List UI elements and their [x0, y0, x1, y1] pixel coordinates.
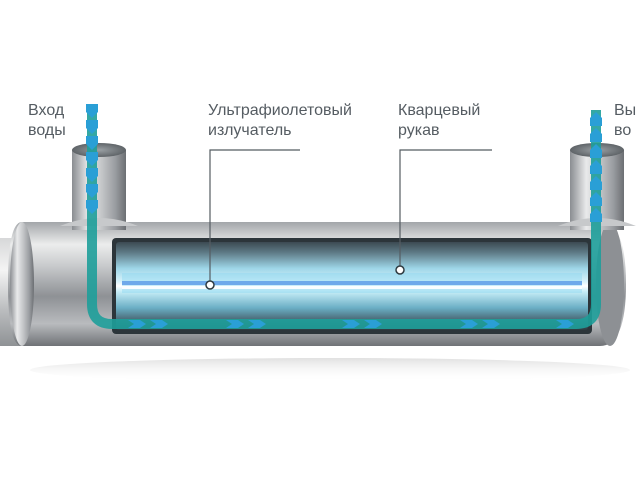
uv-lamp-label-line2: излучатель — [208, 122, 292, 139]
floor-shadow — [30, 358, 630, 382]
chevron-right-icon — [364, 320, 382, 328]
arrow-down-icon — [86, 136, 98, 150]
uv-lamp-core — [122, 281, 582, 285]
quartz-sleeve-leader — [395, 149, 492, 275]
inlet-label: Вход воды — [28, 101, 66, 141]
arrow-up-icon — [590, 192, 602, 206]
outlet-label-line2: во — [614, 122, 632, 139]
arrow-up-icon — [590, 144, 602, 158]
uv-lamp-label: Ультрафиолетовый излучатель — [208, 101, 352, 141]
arrow-down-icon — [86, 152, 98, 166]
outlet-flow-arrows — [590, 112, 602, 222]
uv-lamp-leader — [205, 149, 300, 290]
inlet-flow-arrows — [86, 104, 98, 214]
inlet-pipe-opening — [72, 143, 126, 157]
inlet-label-line1: Вход — [28, 102, 65, 119]
arrow-up-icon — [590, 176, 602, 190]
arrow-up-icon — [590, 112, 602, 126]
right-flange — [596, 222, 624, 346]
chevron-right-icon — [150, 320, 168, 328]
bottom-flow-arrows — [128, 320, 574, 328]
quartz-sleeve-label-line1: Кварцевый — [398, 102, 481, 119]
inlet-pipe — [72, 150, 126, 230]
water-flow-channel — [87, 110, 601, 329]
uv-lamp-glow — [122, 273, 582, 293]
uv-lamp-highlight — [122, 286, 582, 289]
chevron-right-icon — [460, 320, 478, 328]
outlet-label-line1: Вы — [614, 102, 637, 119]
quartz-sleeve-label: Кварцевый рукав — [398, 101, 480, 141]
inlet-label-line2: воды — [28, 122, 66, 139]
uv-lamp-label-line1: Ультрафиолетовый — [208, 102, 352, 119]
arrow-down-icon — [86, 168, 98, 182]
outlet-label: Вы во — [614, 101, 636, 141]
chevron-right-icon — [226, 320, 244, 328]
inlet-pipe-weld — [60, 218, 138, 226]
left-flange — [10, 222, 34, 346]
chevron-right-icon — [128, 320, 146, 328]
chevron-right-icon — [248, 320, 266, 328]
arrow-down-icon — [86, 184, 98, 198]
chevron-right-icon — [482, 320, 500, 328]
arrow-down-icon — [86, 104, 98, 118]
chevron-right-icon — [556, 320, 574, 328]
arrow-up-icon — [590, 128, 602, 142]
quartz-sleeve-label-line2: рукав — [398, 122, 440, 139]
arrow-down-icon — [86, 120, 98, 134]
arrow-down-icon — [86, 200, 98, 214]
arrow-up-icon — [590, 208, 602, 222]
chevron-right-icon — [342, 320, 360, 328]
arrow-up-icon — [590, 160, 602, 174]
